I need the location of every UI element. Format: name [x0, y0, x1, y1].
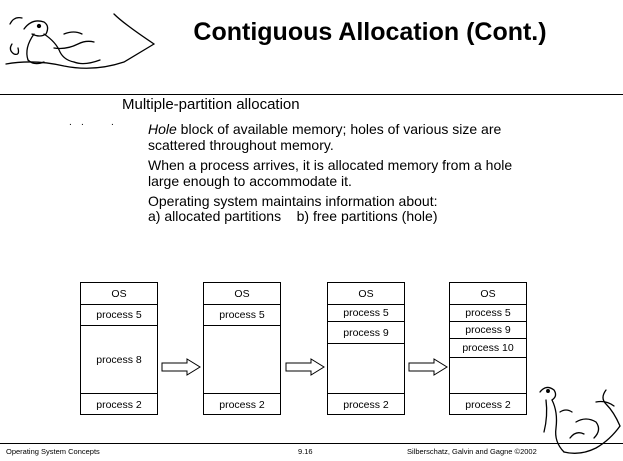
- bullet-dot: .: [69, 117, 72, 128]
- memory-column-3: OS process 5 process 9 process 2: [327, 282, 405, 415]
- right-arrow-icon: [161, 358, 201, 376]
- process-segment: process 9: [328, 321, 404, 343]
- right-arrow-icon: [408, 358, 448, 376]
- hole-term: Hole: [148, 121, 177, 137]
- process-segment: process 5: [328, 304, 404, 321]
- process-segment: process 2: [204, 393, 280, 415]
- footer-divider: [0, 443, 623, 444]
- process-segment: process 2: [328, 393, 404, 415]
- hole-definition: block of available memory; holes of vari…: [176, 121, 502, 137]
- process-segment: process 5: [450, 304, 526, 321]
- slide-title: Contiguous Allocation (Cont.): [193, 18, 547, 46]
- os-segment: OS: [234, 287, 250, 300]
- footer-authors: Silberschatz, Galvin and Gagne ©2002: [407, 447, 537, 456]
- process-segment: process 5: [204, 304, 280, 325]
- bullet-dot: .: [81, 117, 84, 128]
- memory-column-2: OS process 5 process 2: [203, 282, 281, 415]
- memory-column-1: OS process 5 process 8 process 2: [80, 282, 158, 415]
- footer-course-name: Operating System Concepts: [6, 447, 100, 456]
- hole-segment: [328, 343, 404, 393]
- os-segment: OS: [480, 287, 496, 300]
- section-heading: Multiple-partition allocation: [122, 96, 300, 113]
- process-segment: process 8: [81, 325, 157, 393]
- hole-segment: [450, 357, 526, 393]
- bullet-dot: .: [111, 117, 114, 128]
- process-segment: process 9: [450, 321, 526, 338]
- title-underline: [0, 94, 623, 95]
- process-segment: process 2: [450, 393, 526, 415]
- dinosaur-illustration-top-left: [5, 13, 155, 69]
- footer-page-number: 9.16: [298, 447, 313, 456]
- bullet-os-info-line1: Operating system maintains information a…: [148, 193, 438, 209]
- process-segment: process 5: [81, 304, 157, 325]
- hole-segment: [204, 325, 280, 393]
- process-segment: process 10: [450, 338, 526, 357]
- bullet-arrival-line1: When a process arrives, it is allocated …: [148, 157, 513, 173]
- bullet-arrival-line2: large enough to accommodate it.: [148, 173, 352, 189]
- bullet-os-info-line2: a) allocated partitions b) free partitio…: [148, 208, 438, 224]
- memory-column-4: OS process 5 process 9 process 10 proces…: [449, 282, 527, 415]
- bullet-hole-line2: scattered throughout memory.: [148, 137, 334, 153]
- bullet-hole-line1: Hole block of available memory; holes of…: [148, 121, 501, 138]
- right-arrow-icon: [285, 358, 325, 376]
- dinosaur-illustration-bottom-right: [539, 386, 621, 454]
- os-segment: OS: [111, 287, 127, 300]
- os-segment: OS: [358, 287, 374, 300]
- process-segment: process 2: [81, 393, 157, 415]
